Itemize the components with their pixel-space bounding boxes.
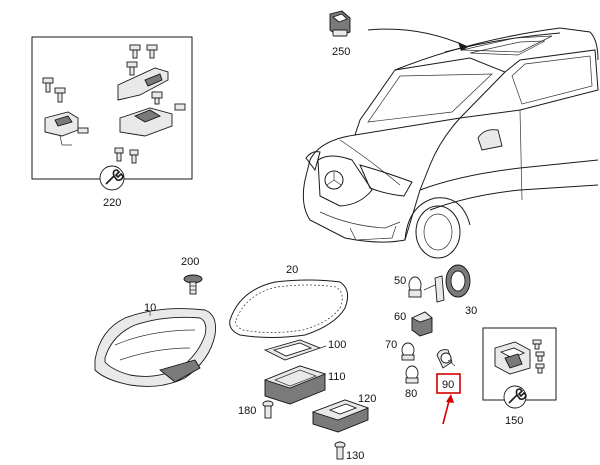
part-80-bulb [405,365,419,384]
callout-250: 250 [332,46,350,58]
part-180-icon [262,400,274,419]
part-250-icon [329,10,351,37]
vehicle-illustration [302,27,599,259]
callout-60: 60 [394,311,406,323]
callout-120: 120 [358,393,376,405]
leader-50 [423,284,436,291]
callout-30: 30 [465,305,477,317]
part-20-seal [229,279,349,338]
callout-130: 130 [346,450,364,462]
callout-200: 200 [181,256,199,268]
part-50-bracket [434,275,445,303]
callout-10: 10 [144,302,156,314]
part-110-control-unit [263,365,327,405]
part-50-bulb [408,276,422,298]
part-30-ring [445,264,471,298]
callout-150: 150 [505,415,523,427]
inset-220-contents [42,44,186,164]
part-60-socket [410,311,433,337]
wrench-icon [503,385,527,409]
callout-180: 180 [238,405,256,417]
part-200-icon [183,274,203,295]
part-70-bulb [401,342,415,361]
part-120-ballast [311,399,370,433]
inset-box-220 [31,36,193,180]
callout-110: 110 [328,371,346,383]
callout-80: 80 [405,388,417,400]
callout-220: 220 [103,197,121,209]
leader-100 [319,345,327,349]
part-130-icon [334,441,346,460]
callout-50: 50 [394,275,406,287]
highlight-box-90 [436,373,461,394]
leader-250 [367,28,469,48]
part-90-bulb [436,349,456,369]
wrench-icon [99,165,125,191]
part-10-headlamp [94,308,216,387]
callout-20: 20 [286,264,298,276]
callout-90: 90 [442,379,454,391]
callout-70: 70 [385,339,397,351]
part-100-gasket [263,339,322,361]
inset-150-contents [494,339,545,375]
highlight-arrowhead [446,394,454,403]
arrowhead-250 [458,42,468,51]
callout-100: 100 [328,339,346,351]
